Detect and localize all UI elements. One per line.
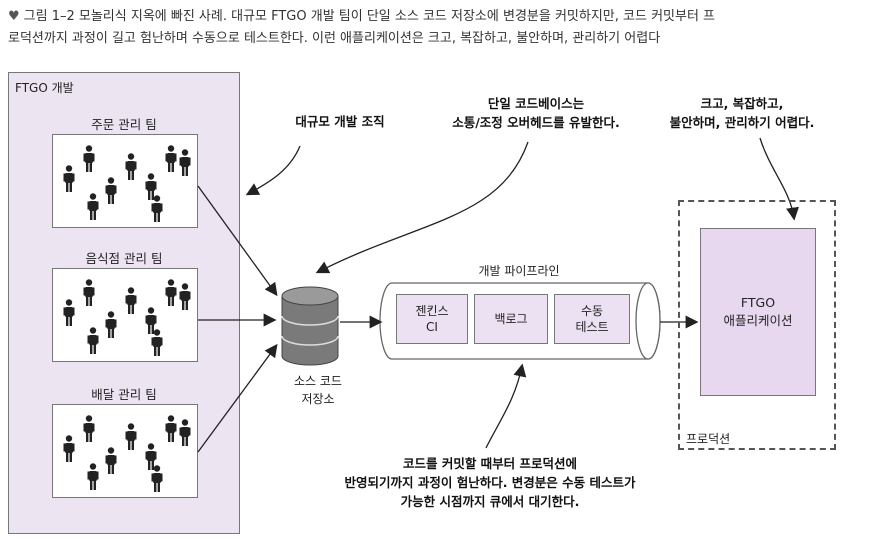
ftgo-application-line-1: FTGO (740, 295, 776, 310)
person-icon (165, 415, 177, 443)
stage-jenkins-ci-line-2: CI (426, 320, 438, 334)
repo-label-line-1: 소스 코드 (294, 374, 342, 388)
person-icon (87, 193, 99, 221)
database-icon (281, 286, 339, 366)
stage-backlog: 백로그 (474, 294, 548, 344)
note-single-codebase: 단일 코드베이스는 소통/조정 오버헤드를 유발한다. (436, 94, 636, 132)
team-box-restaurant (52, 268, 198, 362)
figure-caption: ♥그림 1–2 모놀리식 지옥에 빠진 사례. 대규모 FTGO 개발 팀이 단… (8, 6, 868, 50)
person-icon (125, 423, 137, 451)
note-single-codebase-line-1: 단일 코드베이스는 (487, 96, 585, 111)
team-label-order: 주문 관리 팀 (91, 117, 157, 132)
note-bottom-line-1: 코드를 커밋할 때부터 프로덕션에 (402, 456, 578, 471)
person-icon (165, 145, 177, 173)
note-app-properties-line-1: 크고, 복잡하고, (700, 96, 784, 111)
person-icon (179, 283, 191, 311)
stage-manual-test-line-2: 테스트 (575, 320, 609, 334)
note-bottom: 코드를 커밋할 때부터 프로덕션에 반영되기까지 과정이 험난하다. 변경분은 … (318, 454, 662, 511)
person-icon (145, 173, 157, 201)
person-icon (151, 329, 163, 357)
stage-manual-test-line-1: 수동 (580, 304, 604, 318)
person-icon (87, 463, 99, 491)
stage-jenkins-ci-line-1: 젠킨스 (415, 304, 449, 318)
caption-line-1: 그림 1–2 모놀리식 지옥에 빠진 사례. 대규모 FTGO 개발 팀이 단일… (23, 9, 716, 24)
person-icon (63, 299, 75, 327)
caption-line-2: 로덕션까지 과정이 길고 험난하며 수동으로 테스트한다. 이런 애플리케이션은… (8, 31, 661, 46)
person-icon (87, 327, 99, 355)
person-icon (105, 311, 117, 339)
note-bottom-line-2: 반영되기까지 과정이 험난하다. 변경분은 수동 테스트가 (344, 475, 636, 490)
production-area (678, 200, 836, 450)
ftgo-development-title: FTGO 개발 (15, 81, 74, 95)
person-icon (145, 307, 157, 335)
stage-backlog-line-1: 백로그 (494, 312, 528, 326)
person-icon (125, 287, 137, 315)
repo-label-line-2: 저장소 (301, 392, 335, 406)
note-bottom-line-3: 가능한 시점까지 큐에서 대기한다. (400, 494, 580, 509)
person-icon (165, 279, 177, 307)
person-icon (63, 165, 75, 193)
stage-jenkins-ci: 젠킨스 CI (396, 294, 468, 344)
person-icon (83, 415, 95, 443)
person-icon (83, 145, 95, 173)
person-icon (105, 447, 117, 475)
team-box-delivery (52, 404, 198, 498)
production-label: 프로덕션 (686, 432, 731, 446)
person-icon (179, 149, 191, 177)
person-icon (179, 419, 191, 447)
person-icon (151, 195, 163, 223)
heart-icon: ♥ (8, 9, 20, 24)
team-label-restaurant: 음식점 관리 팀 (85, 251, 163, 266)
person-icon (105, 177, 117, 205)
repo-label: 소스 코드 저장소 (280, 372, 356, 408)
ftgo-application-box: FTGO 애플리케이션 (700, 228, 816, 396)
note-app-properties: 크고, 복잡하고, 불안하며, 관리하기 어렵다. (652, 94, 832, 132)
note-single-codebase-line-2: 소통/조정 오버헤드를 유발한다. (452, 115, 620, 130)
person-icon (63, 435, 75, 463)
person-icon (145, 443, 157, 471)
note-large-org: 대규모 개발 조직 (295, 114, 385, 129)
person-icon (125, 153, 137, 181)
team-label-delivery: 배달 관리 팀 (91, 387, 157, 402)
ftgo-application-line-2: 애플리케이션 (723, 313, 793, 328)
person-icon (151, 465, 163, 493)
team-box-order (52, 134, 198, 228)
note-app-properties-line-2: 불안하며, 관리하기 어렵다. (669, 115, 815, 130)
pipeline-label: 개발 파이프라인 (478, 264, 560, 278)
person-icon (83, 279, 95, 307)
